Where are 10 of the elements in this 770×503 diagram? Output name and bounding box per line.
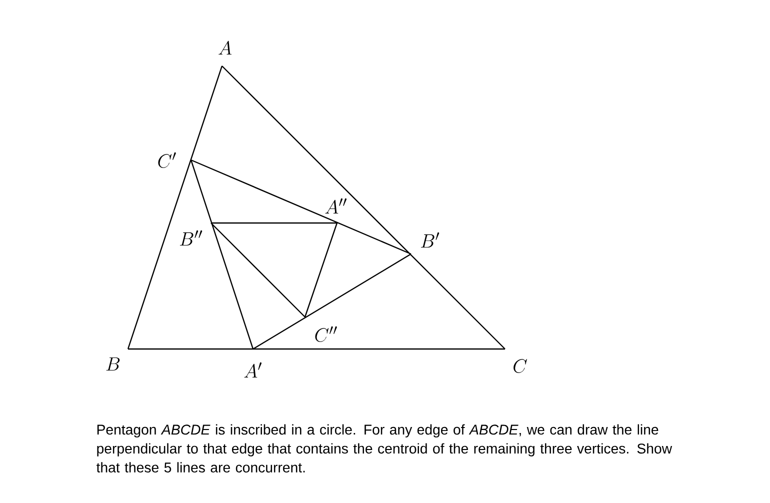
point-label: $A'$ xyxy=(244,362,262,378)
point-label: $A''$ xyxy=(325,198,347,214)
point-label: $C$ xyxy=(514,359,527,373)
caption: Pentagon ABCDE is inscribed in a circle. For any edge of ABCDE, we can draw the line perpendicular to that edge that contains the centroid of the remaining three vertices. Show that these 5 lines are concurrent. xyxy=(96,424,672,473)
point-label: $B'$ xyxy=(420,232,440,248)
point-label: $B$ xyxy=(106,357,120,371)
point-label: $C''$ xyxy=(315,326,337,342)
point-label: $A$ xyxy=(218,40,232,55)
point-label: $C'$ xyxy=(158,152,176,168)
point-label: $B''$ xyxy=(180,230,202,246)
